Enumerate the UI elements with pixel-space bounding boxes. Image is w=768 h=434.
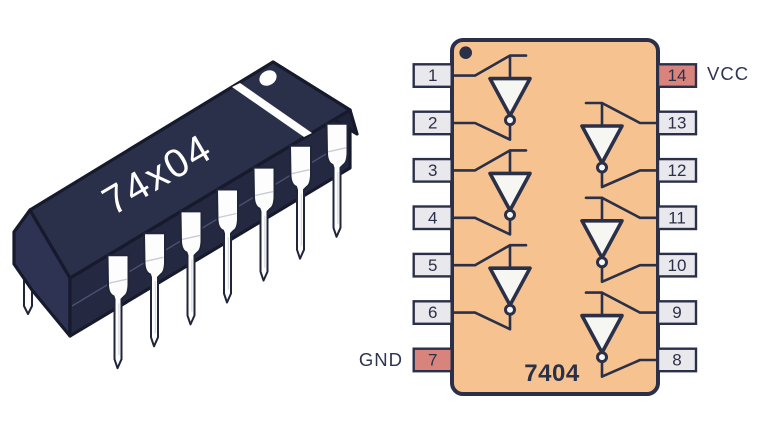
pin1-indicator-dot <box>459 46 472 59</box>
inverter-triangle <box>488 171 532 213</box>
inverter-bubble <box>596 161 608 174</box>
pin-box-2 <box>412 110 453 136</box>
pin-box-5 <box>412 252 453 278</box>
inverter-gate-13-12 <box>580 101 660 189</box>
pin-number-7: 7 <box>428 351 437 370</box>
pin-box-13 <box>656 110 698 136</box>
pin-number-8: 8 <box>672 351 681 370</box>
pin-box-8 <box>656 347 698 373</box>
inverter-triangle <box>488 266 532 308</box>
ic-body <box>450 38 660 396</box>
pin-number-5: 5 <box>428 256 437 275</box>
pin-number-3: 3 <box>428 161 437 180</box>
inverter-gate-1-2 <box>452 54 532 141</box>
chip-body <box>12 60 359 338</box>
inverter-gate-11-10 <box>580 196 660 284</box>
chip-3d-illustration: 74x04 <box>12 60 359 370</box>
pin-box-11 <box>656 205 698 231</box>
pin-number-1: 1 <box>428 66 437 85</box>
inverter-triangle <box>580 219 624 260</box>
pin-box-3 <box>412 157 453 183</box>
index-dot <box>259 70 277 86</box>
inverter-triangle <box>580 124 624 165</box>
left-pin-column <box>412 63 453 373</box>
pin-number-6: 6 <box>428 303 437 322</box>
pin-box-4 <box>412 205 453 231</box>
right-pin-column <box>656 63 698 373</box>
pin-number-9: 9 <box>672 303 681 322</box>
inverter-triangle <box>580 313 624 355</box>
pin-number-14: 14 <box>668 66 687 85</box>
inverter-bubble <box>504 208 516 221</box>
inverter-gate-9-8 <box>580 291 660 378</box>
pin-box-7 <box>412 347 453 373</box>
pinout-diagram: 1 2 3 4 5 6 7 14 13 12 11 10 9 8 <box>359 38 749 396</box>
vcc-label: VCC <box>707 63 749 84</box>
pin-box-1 <box>412 63 453 89</box>
pin-box-9 <box>656 300 698 325</box>
inverter-triangle <box>488 76 532 118</box>
inverter-bubble <box>504 303 516 316</box>
pin-box-10 <box>656 252 698 278</box>
pin-number-11: 11 <box>668 208 686 227</box>
inverter-gates <box>452 54 660 378</box>
pin-number-12: 12 <box>668 161 687 180</box>
pin-number-4: 4 <box>428 208 437 227</box>
pin-box-6 <box>412 300 453 325</box>
pin-box-14 <box>656 63 698 89</box>
chip-top-face <box>28 60 352 280</box>
part-number-label: 7404 <box>524 360 580 387</box>
index-stripe <box>232 83 312 137</box>
inverter-bubble <box>596 351 608 364</box>
inverter-gate-5-6 <box>452 243 532 331</box>
inverter-bubble <box>504 114 516 127</box>
gnd-label: GND <box>359 349 403 370</box>
pin-number-2: 2 <box>428 114 437 133</box>
inverter-bubble <box>596 256 608 269</box>
inverter-gate-3-4 <box>452 149 532 236</box>
pin-box-12 <box>656 157 698 183</box>
pin-number-13: 13 <box>668 114 687 133</box>
pin-number-10: 10 <box>668 256 687 275</box>
